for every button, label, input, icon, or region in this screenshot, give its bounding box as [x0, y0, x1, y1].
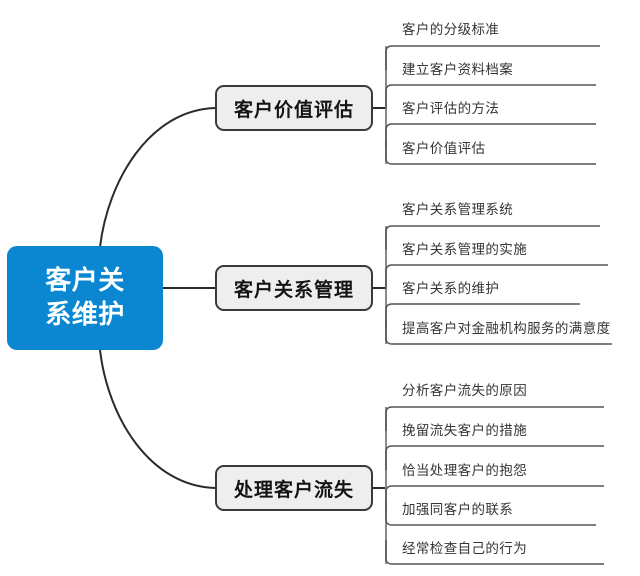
leaf-item-2-4-label: 提高客户对金融机构服务的满意度	[402, 321, 611, 338]
leaf-item-2-3-label: 客户关系的维护	[402, 281, 500, 298]
leaf-item-3-4-label: 加强同客户的联系	[402, 502, 514, 519]
leaf-item-2-2-label: 客户关系管理的实施	[402, 242, 528, 259]
leaf-item-1-2-label: 建立客户资料档案	[402, 62, 514, 79]
leaf-item-3-5-label: 经常检查自己的行为	[402, 541, 528, 558]
connector-root-to-branch-3	[99, 349, 216, 489]
leaf-item-1-1-label: 客户的分级标准	[402, 22, 500, 39]
leaf-item-1-2[interactable]: 建立客户资料档案	[402, 56, 513, 86]
branch-node-2-label: 客户关系管理	[233, 278, 354, 301]
leaf-item-2-3[interactable]: 客户关系的维护	[402, 275, 499, 305]
leaf-item-3-1-label: 分析客户流失的原因	[402, 383, 528, 400]
leaf-item-2-1-label: 客户关系管理系统	[402, 202, 514, 219]
leaf-item-3-3-label: 恰当处理客户的抱怨	[402, 463, 528, 480]
leaf-item-2-4[interactable]: 提高客户对金融机构服务的满意度	[402, 315, 611, 345]
branch-node-3-label: 处理客户流失	[233, 478, 354, 501]
leaf-item-1-3-label: 客户评估的方法	[402, 101, 500, 118]
leaf-item-3-2[interactable]: 挽留流失客户的措施	[402, 417, 527, 447]
leaf-item-3-1[interactable]: 分析客户流失的原因	[402, 377, 527, 407]
leaf-item-1-4[interactable]: 客户价值评估	[402, 135, 485, 165]
branch-node-1[interactable]: 客户价值评估	[215, 85, 373, 131]
leaf-item-3-2-label: 挽留流失客户的措施	[402, 423, 528, 440]
branch-node-2[interactable]: 客户关系管理	[215, 265, 373, 311]
leaf-item-1-1[interactable]: 客户的分级标准	[402, 16, 499, 46]
root-node[interactable]: 客户关 系维护	[7, 246, 163, 350]
branch-node-1-label: 客户价值评估	[233, 98, 354, 121]
connector-root-to-branch-1	[99, 107, 216, 248]
leaf-item-3-4[interactable]: 加强同客户的联系	[402, 496, 513, 526]
branch-node-3[interactable]: 处理客户流失	[215, 465, 373, 511]
leaf-item-3-5[interactable]: 经常检查自己的行为	[402, 535, 527, 565]
leaf-item-1-3[interactable]: 客户评估的方法	[402, 95, 499, 125]
leaf-item-2-2[interactable]: 客户关系管理的实施	[402, 236, 527, 266]
root-node-label: 客户关 系维护	[45, 265, 125, 330]
leaf-item-2-1[interactable]: 客户关系管理系统	[402, 196, 513, 226]
leaf-item-1-4-label: 客户价值评估	[402, 141, 486, 158]
leaf-item-3-3[interactable]: 恰当处理客户的抱怨	[402, 457, 527, 487]
